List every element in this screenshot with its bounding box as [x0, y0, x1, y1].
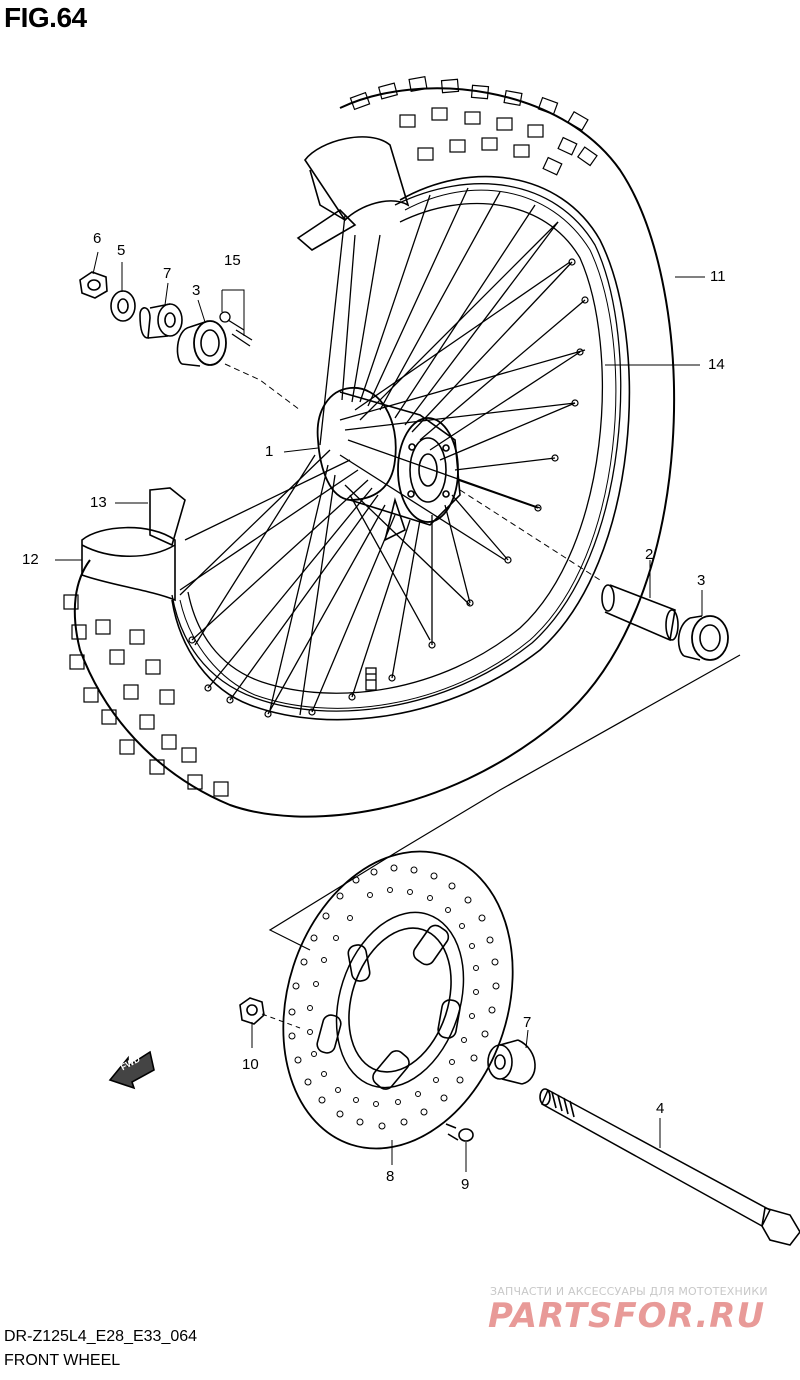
callout-3-right: 3 — [697, 572, 706, 589]
part-bearing-left — [176, 320, 227, 367]
figure-title: FIG.64 — [4, 2, 87, 33]
part-axle — [539, 1088, 800, 1246]
callout-11: 11 — [710, 268, 726, 285]
part-balance-screws — [219, 311, 253, 347]
spoke-nipples — [188, 258, 589, 718]
callout-14: 14 — [708, 356, 725, 373]
callout-13: 13 — [90, 494, 107, 511]
part-disc-bolt-cap — [239, 997, 265, 1025]
watermark-logo: PARTSFOR.RU — [488, 1296, 766, 1336]
part-spacer-left — [139, 303, 183, 339]
callout-7-right: 7 — [523, 1014, 532, 1031]
callout-9: 9 — [461, 1176, 470, 1193]
rim — [171, 183, 622, 712]
brake-disc — [282, 850, 514, 1150]
rim-band-section-bottom — [81, 487, 186, 602]
tread-top — [349, 76, 598, 176]
callout-8: 8 — [386, 1168, 395, 1185]
part-disc-screw — [445, 1123, 474, 1142]
valve-stem — [365, 667, 377, 691]
hub — [316, 387, 461, 542]
callout-10: 10 — [242, 1056, 259, 1073]
model-code: DR-Z125L4_E28_E33_064 — [4, 1328, 198, 1345]
tread-bottom — [63, 594, 229, 797]
part-axle-spacer — [601, 584, 679, 642]
part-bearing-right — [677, 615, 729, 661]
part-spacer-right — [487, 1039, 536, 1085]
part-washer — [110, 290, 136, 322]
part-group-name: FRONT WHEEL — [4, 1352, 121, 1369]
leader-lines — [55, 251, 705, 1172]
part-nut — [79, 271, 108, 299]
watermark-tagline: ЗАПЧАСТИ И АКСЕССУАРЫ ДЛЯ МОТОТЕХНИКИ — [490, 1285, 768, 1298]
disc-holes — [288, 864, 500, 1130]
callout-12: 12 — [22, 551, 39, 568]
callout-3-left: 3 — [192, 282, 201, 299]
tire — [63, 76, 676, 818]
spokes — [179, 187, 586, 716]
callout-2: 2 — [645, 546, 654, 563]
callout-15: 15 — [224, 252, 241, 269]
callout-1: 1 — [265, 443, 274, 460]
callout-6: 6 — [93, 230, 102, 247]
callout-7-left: 7 — [163, 265, 172, 282]
callout-4: 4 — [656, 1100, 665, 1117]
fwd-arrow-icon — [108, 1050, 155, 1090]
rim-band-section-top — [296, 136, 410, 251]
callout-5: 5 — [117, 242, 126, 259]
